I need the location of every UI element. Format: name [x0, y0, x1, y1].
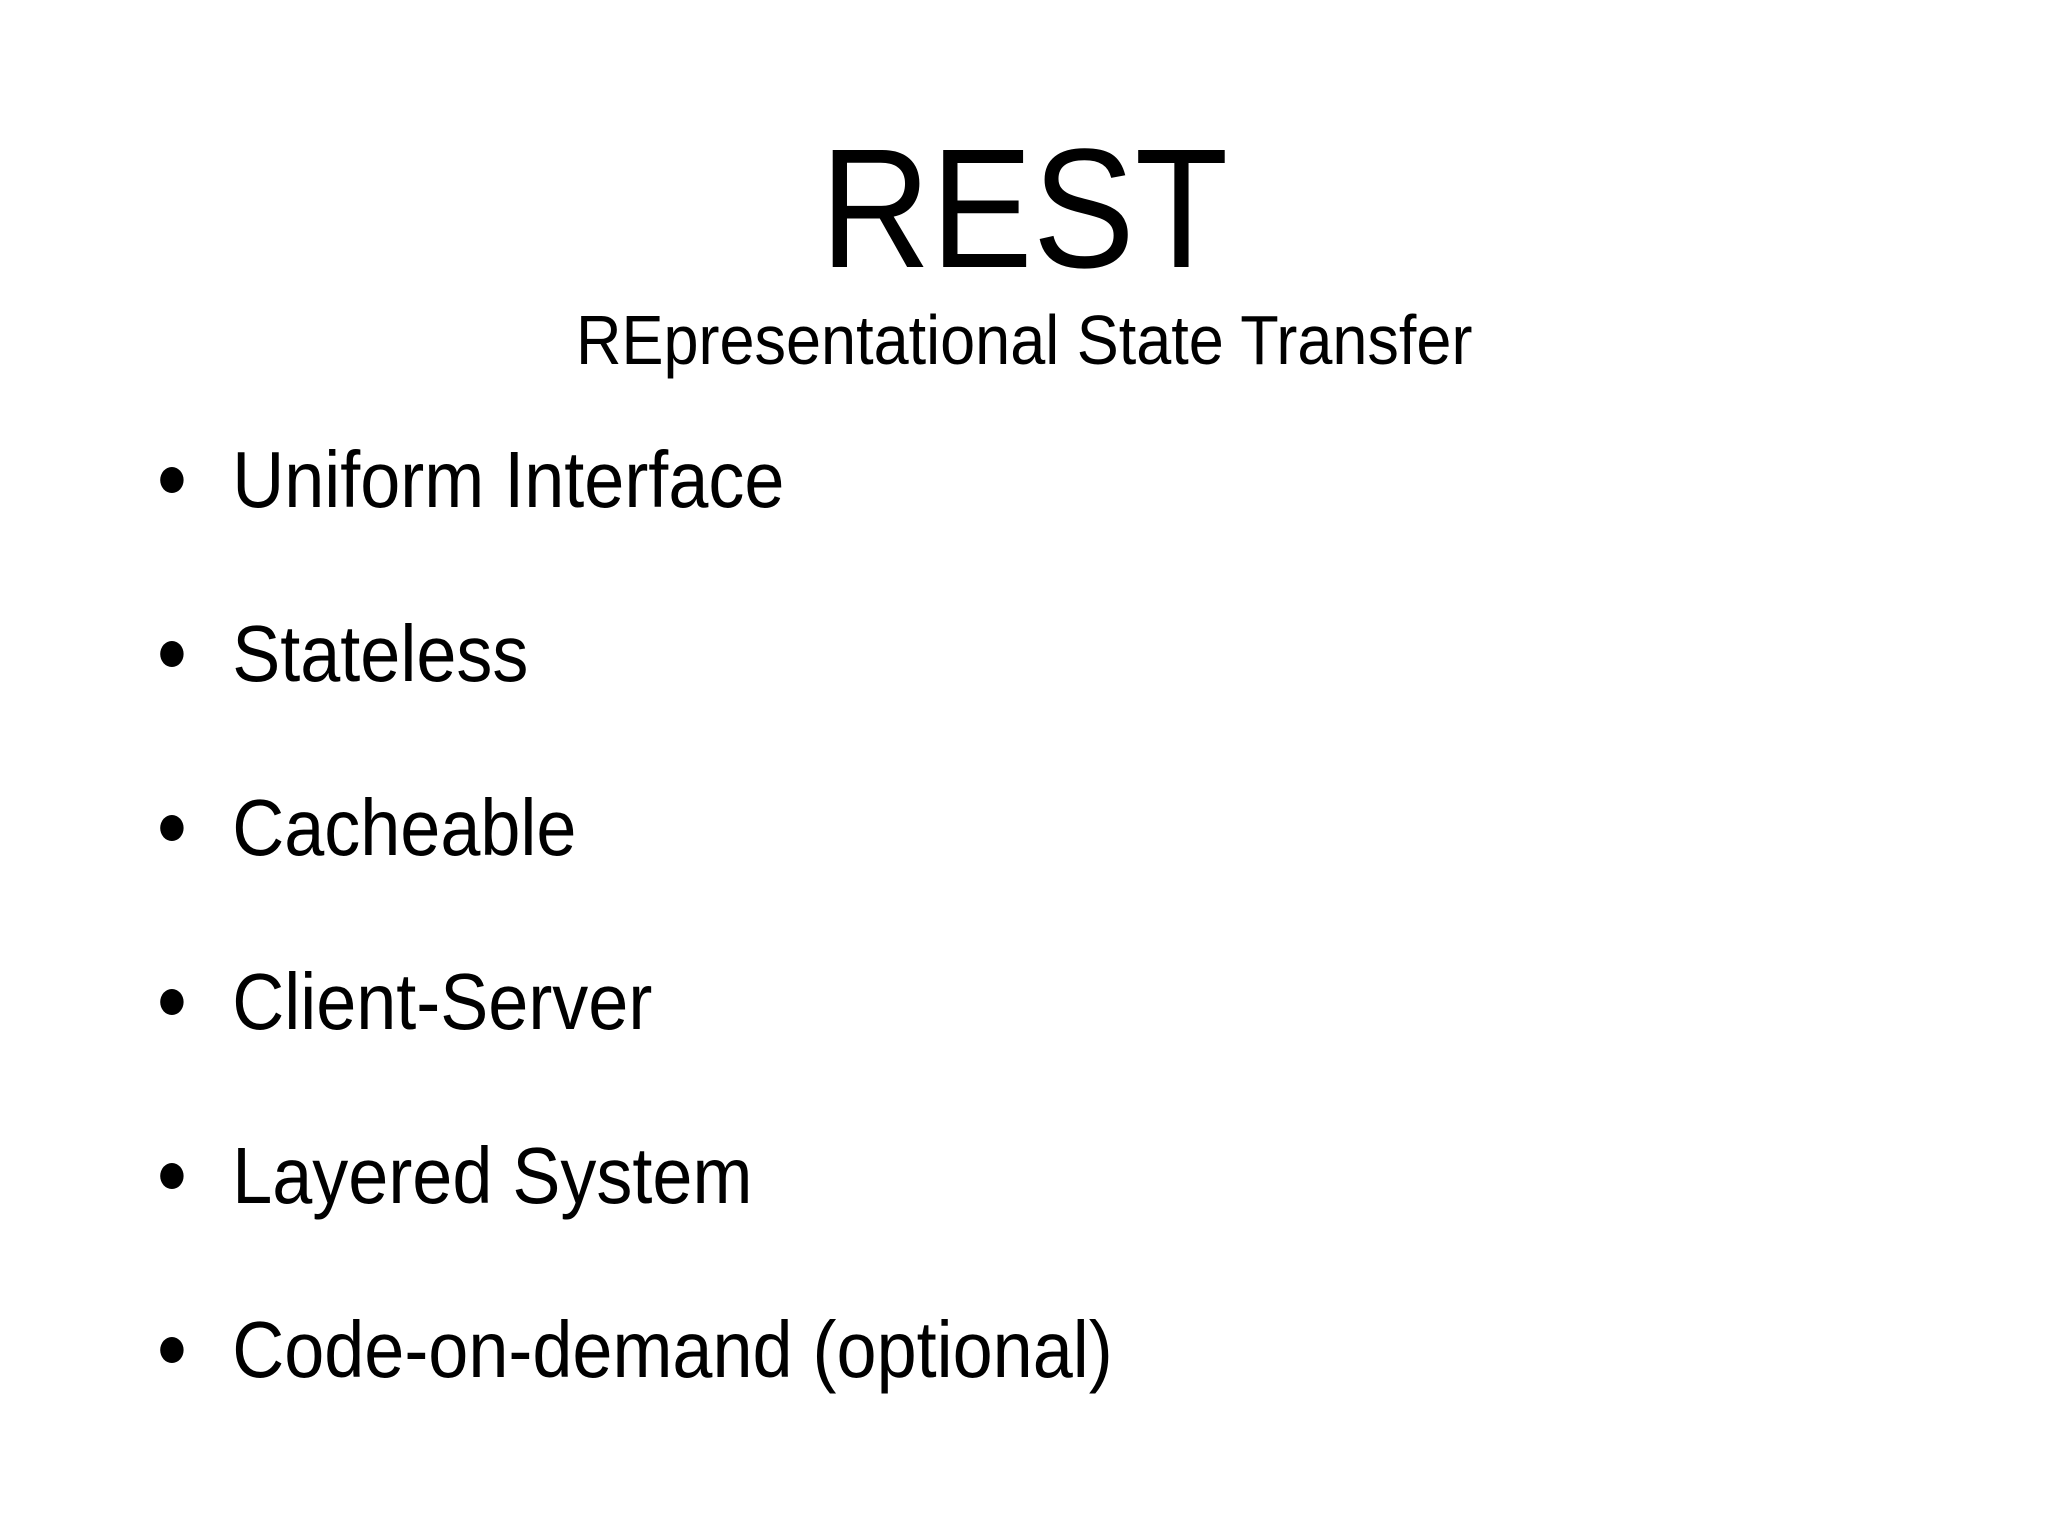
bullet-dot-icon	[160, 1163, 184, 1189]
list-item: Uniform Interface	[0, 393, 2048, 567]
bullet-dot-icon	[160, 1337, 184, 1363]
list-item: Cacheable	[0, 741, 2048, 915]
list-item-label: Layered System	[232, 1131, 753, 1220]
list-item-label: Client-Server	[232, 957, 653, 1046]
bullet-dot-icon	[160, 467, 184, 493]
list-item: Client-Server	[0, 915, 2048, 1089]
list-item: Layered System	[0, 1089, 2048, 1263]
bullet-dot-icon	[160, 815, 184, 841]
bullet-list: Uniform Interface Stateless Cacheable Cl…	[0, 393, 2048, 1437]
bullet-dot-icon	[160, 641, 184, 667]
list-item: Code-on-demand (optional)	[0, 1263, 2048, 1437]
list-item: Stateless	[0, 567, 2048, 741]
slide-subtitle: REpresentational State Transfer	[575, 301, 1473, 379]
slide-title: REST	[820, 114, 1229, 304]
list-item-label: Stateless	[232, 609, 529, 698]
list-item-label: Uniform Interface	[232, 435, 785, 524]
bullet-dot-icon	[160, 989, 184, 1015]
list-item-label: Code-on-demand (optional)	[232, 1305, 1113, 1394]
list-item-label: Cacheable	[232, 783, 577, 872]
